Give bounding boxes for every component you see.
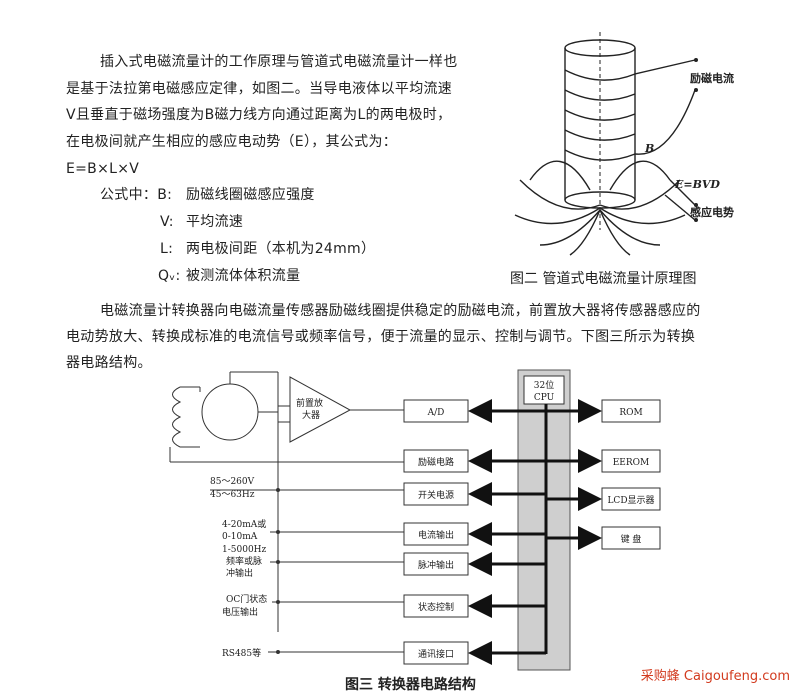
fig3-lcd: LCD显示器 bbox=[607, 495, 654, 506]
para2-line-3: 器电路结构。 bbox=[66, 355, 152, 371]
fig3-keypad: 键 盘 bbox=[621, 533, 642, 545]
formula-item-l-desc: 两电极间距（本机为24mm） bbox=[186, 241, 376, 257]
fig2-emf-label: 感应电势 bbox=[690, 205, 734, 219]
figure2-caption: 图二 管道式电磁流量计原理图 bbox=[510, 271, 697, 287]
fig3-power-1: 85～260V bbox=[210, 477, 255, 487]
fig3-status-2: 电压输出 bbox=[222, 606, 258, 618]
fig3-status-1: OC门状态 bbox=[226, 593, 267, 605]
intro-line-2: 是基于法拉第电磁感应定律，如图二。当导电液体以平均流速 bbox=[66, 81, 453, 97]
fig2-e-label: E=BVD bbox=[674, 178, 720, 191]
formula: E=B×L×V bbox=[66, 161, 140, 177]
formula-item-b-sym: 公式中：B: bbox=[100, 187, 173, 203]
fig3-block-status: 状态控制 bbox=[418, 601, 454, 613]
intro-line-4: 在电极间就产生相应的感应电动势（E），其公式为： bbox=[66, 134, 398, 150]
fig3-eerom: EEROM bbox=[613, 458, 650, 468]
watermark: 采购蜂 Caigoufeng.com bbox=[640, 669, 790, 684]
formula-item-v-sym: V: bbox=[160, 214, 174, 230]
para2-line-1: 电磁流量计转换器向电磁流量传感器励磁线圈提供稳定的励磁电流，前置放大器将传感器感… bbox=[100, 303, 701, 319]
para2-line-2: 电动势放大、转换成标准的电流信号或频率信号，便于流量的显示、控制与调节。下图三所… bbox=[66, 329, 696, 345]
fig3-block-excite: 励磁电路 bbox=[418, 456, 454, 468]
fig2-excite-label: 励磁电流 bbox=[690, 71, 734, 85]
fig3-current-1: 4-20mA或 bbox=[222, 518, 266, 530]
fig3-cpu-2: CPU bbox=[534, 393, 555, 403]
formula-item-q-sym: Qᵥ: bbox=[158, 268, 181, 284]
fig3-power-2: 45～63Hz bbox=[210, 490, 255, 500]
fig3-comm-1: RS485等 bbox=[222, 647, 261, 659]
figure3-diagram: 前置放 大器 85～260V 45～63Hz 4-20mA或 0-10mA 1-… bbox=[169, 369, 661, 671]
formula-item-v-desc: 平均流速 bbox=[186, 214, 244, 230]
fig3-cpu-1: 32位 bbox=[534, 379, 554, 391]
intro-line-1: 插入式电磁流量计的工作原理与管道式电磁流量计一样也 bbox=[100, 54, 458, 70]
formula-item-b-desc: 励磁线圈磁感应强度 bbox=[186, 187, 315, 203]
fig3-block-pulse: 脉冲输出 bbox=[418, 559, 454, 571]
fig3-rom: ROM bbox=[619, 408, 642, 418]
fig3-pulse-1: 1-5000Hz bbox=[222, 545, 267, 555]
fig3-block-current: 电流输出 bbox=[418, 529, 454, 541]
fig3-block-power: 开关电源 bbox=[418, 489, 454, 501]
fig3-current-2: 0-10mA bbox=[222, 532, 258, 542]
figure3-caption: 图三 转换器电路结构 bbox=[345, 677, 476, 693]
fig3-block-comm: 通讯接口 bbox=[418, 648, 454, 660]
fig2-b-label: B bbox=[644, 142, 654, 155]
figure2-diagram: 励磁电流 B E=BVD 感应电势 bbox=[514, 32, 734, 256]
fig3-pulse-3: 冲输出 bbox=[226, 567, 253, 579]
fig3-preamp-2: 大器 bbox=[302, 409, 320, 421]
fig3-pulse-2: 频率或脉 bbox=[226, 555, 262, 567]
fig3-preamp-1: 前置放 bbox=[296, 397, 323, 409]
formula-item-q-desc: 被测流体体积流量 bbox=[186, 268, 301, 284]
formula-item-l-sym: L: bbox=[160, 241, 174, 257]
intro-line-3: V且垂直于磁场强度为B磁力线方向通过距离为L的两电极时， bbox=[66, 107, 452, 123]
fig3-block-ad: A/D bbox=[427, 408, 445, 418]
